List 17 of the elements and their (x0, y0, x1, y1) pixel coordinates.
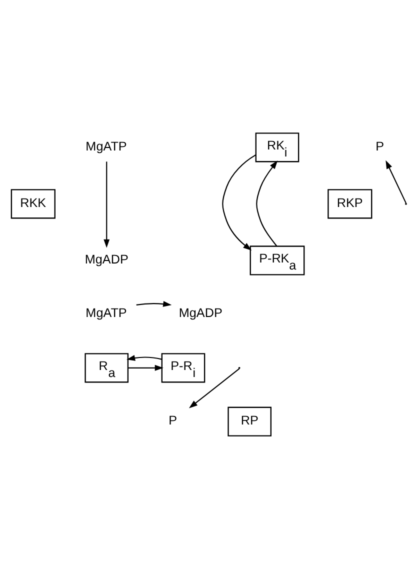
arrow (126, 354, 162, 360)
arrow (136, 300, 172, 306)
node-box: RP (228, 406, 272, 436)
node-box: RKK (10, 188, 56, 218)
arrow (104, 161, 110, 248)
arrow (256, 160, 278, 246)
arrow (222, 154, 256, 250)
arrow (386, 160, 406, 203)
node-text: P (168, 413, 178, 428)
node-text: P (376, 138, 384, 153)
node-text: MgATP (86, 306, 127, 320)
node-text: MgADP (178, 306, 222, 320)
node-box: RKP (328, 188, 372, 218)
node-text: MgADP (84, 252, 128, 266)
arrow (128, 364, 164, 370)
arrow (188, 368, 240, 408)
node-text: MgATP (86, 138, 127, 153)
